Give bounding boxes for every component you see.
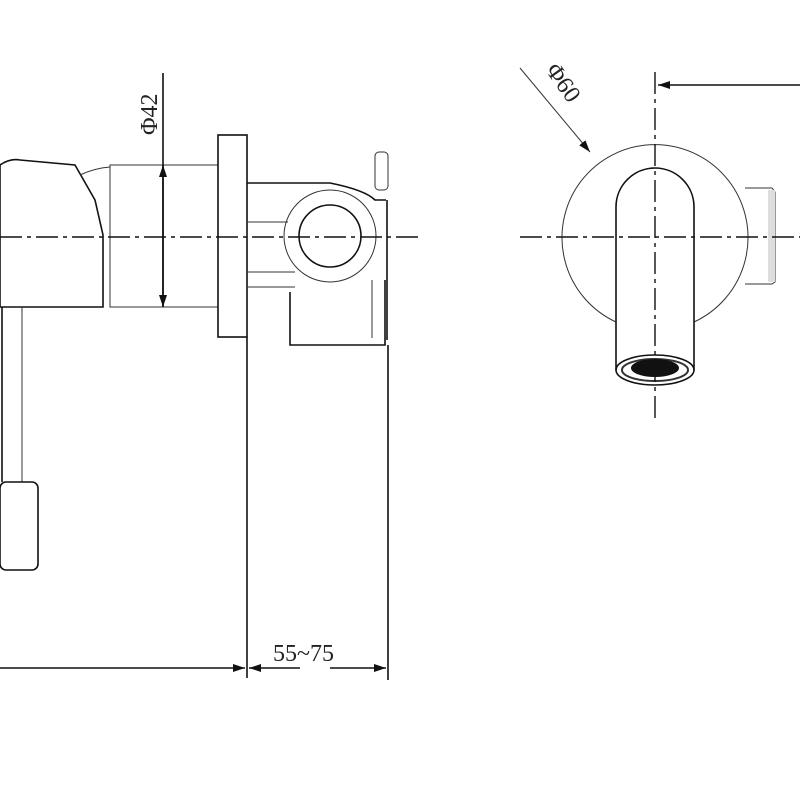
spout <box>615 167 695 370</box>
depth-dimension: 55~75 <box>0 337 389 680</box>
diameter-60-dimension: Φ60 <box>519 59 591 153</box>
wall-flange <box>217 134 248 338</box>
diameter-42-dimension: Φ42 <box>137 73 167 307</box>
lever <box>0 307 39 571</box>
depth-range-label: 55~75 <box>273 641 334 667</box>
knurled-handle <box>0 158 111 308</box>
pin <box>374 151 389 191</box>
side-view: Φ42 55~75 <box>0 73 420 680</box>
diameter-42-label: Φ42 <box>137 93 163 135</box>
side-tab <box>768 190 775 282</box>
body-cylinder <box>109 164 219 308</box>
valve-body <box>247 151 389 346</box>
front-view: Φ60 <box>519 59 800 420</box>
